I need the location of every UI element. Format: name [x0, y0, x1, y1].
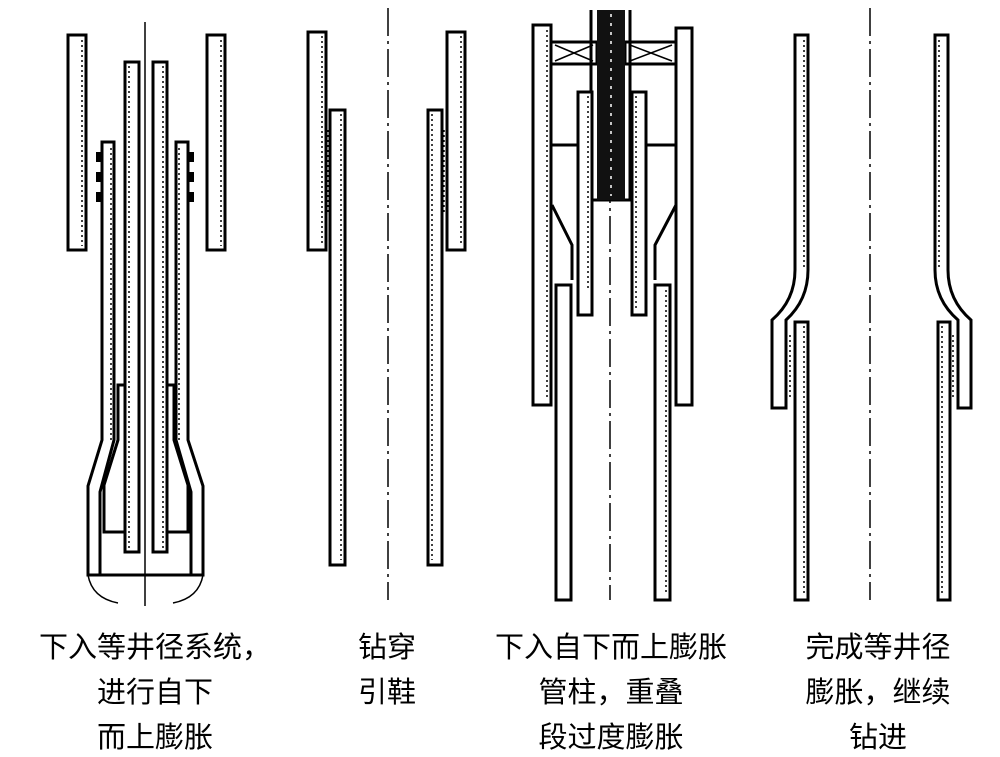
caption-line: 段过度膨胀 [538, 720, 684, 754]
caption-line: 钻穿 [357, 630, 417, 664]
caption-line: 下入自下而上膨胀 [494, 630, 728, 664]
guide-shoe-arc-right [172, 574, 204, 604]
caption-line: 而上膨胀 [96, 720, 214, 754]
expanded-pipe-left [793, 320, 810, 602]
caption-panel-4: 完成等井径 膨胀，继续 钻进 [805, 625, 950, 757]
caption-line: 钻进 [848, 720, 908, 754]
panel-4-drawing [770, 8, 973, 602]
hanger-pipe-right [630, 90, 648, 317]
panel-2-drawing [306, 8, 467, 600]
expansion-cone-left [102, 383, 125, 534]
outer-casing-left [66, 33, 88, 252]
outer-casing-left [306, 30, 328, 252]
outer-casing-right [205, 33, 227, 252]
expanded-pipe-right [936, 320, 952, 602]
caption-panel-1: 下入等井径系统， 进行自下 而上膨胀 [39, 625, 271, 757]
expansion-cone-right [167, 383, 190, 534]
inner-pipe-right [151, 60, 169, 554]
expandable-pipe-right [653, 283, 672, 602]
caption-line: 管柱，重叠 [538, 675, 684, 709]
outer-casing-left [531, 23, 553, 407]
caption-line: 膨胀，继续 [805, 675, 951, 709]
casing-left [770, 33, 810, 410]
expandable-pipe-left [86, 140, 116, 577]
caption-line: 引鞋 [357, 675, 417, 709]
guide-shoe-arc-left [87, 574, 119, 604]
caption-panel-3: 下入自下而上膨胀 管柱，重叠 段过度膨胀 [495, 625, 727, 757]
caption-panel-2: 钻穿 引鞋 [358, 625, 416, 715]
expandable-pipe-left [554, 283, 573, 602]
outer-casing-right [674, 26, 694, 407]
panel-1-drawing [66, 22, 227, 606]
casing-right [933, 33, 973, 410]
outer-casing-right [445, 30, 467, 252]
expanded-pipe-right [426, 108, 444, 567]
caption-line: 进行自下 [96, 675, 214, 709]
expanded-pipe-left [328, 108, 347, 567]
inner-pipe-left [123, 60, 141, 554]
caption-line: 完成等井径 [805, 630, 951, 664]
hanger-pipe-left [576, 90, 594, 317]
panel-3-drawing [531, 10, 694, 602]
caption-line: 下入等井径系统， [38, 630, 272, 664]
